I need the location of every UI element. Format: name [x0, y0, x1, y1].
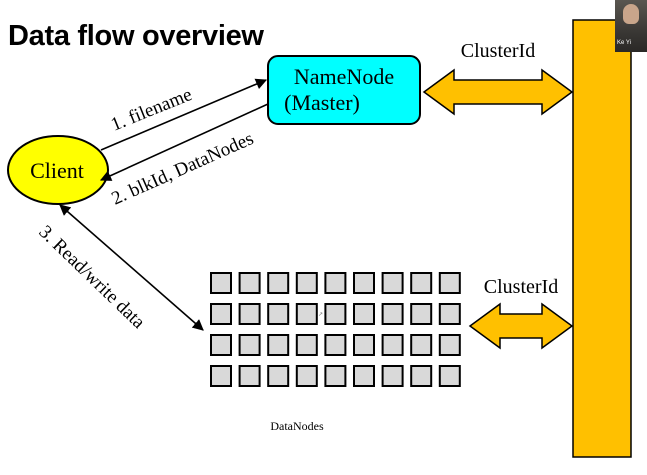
datanode-box [267, 365, 290, 387]
cursor-hint: ↗ [318, 312, 323, 318]
datanode-box [438, 303, 461, 325]
datanode-box [210, 334, 232, 356]
datanode-box [410, 334, 433, 356]
datanode-box [353, 272, 375, 294]
client-node [7, 135, 109, 205]
datanode-box [381, 303, 404, 325]
datanode-box [295, 303, 318, 325]
datanode-box [210, 365, 232, 387]
datanode-box [324, 334, 347, 356]
datanode-box [295, 334, 318, 356]
datanode-box [381, 272, 404, 294]
datanode-box [438, 334, 461, 356]
datanode-box [324, 303, 347, 325]
datanode-box [238, 365, 261, 387]
datanode-box [295, 272, 318, 294]
clusterid-bottom-double-arrow [468, 302, 574, 350]
datanode-box [267, 272, 290, 294]
datanode-box [210, 272, 232, 294]
datanode-box [324, 365, 347, 387]
webcam-overlay: Ke Yi [615, 0, 647, 52]
datanode-box [238, 272, 261, 294]
datanode-box [267, 334, 290, 356]
datanodes-label: DataNodes [270, 419, 324, 433]
datanode-box [267, 303, 290, 325]
clusterid-top-double-arrow [422, 68, 574, 116]
namenode-label-line1: NameNode [294, 64, 394, 89]
datanode-box [381, 365, 404, 387]
datanode-box [353, 334, 375, 356]
datanode-box [210, 303, 232, 325]
datanode-box [410, 365, 433, 387]
client-label: Client [30, 158, 84, 183]
clusterid-top-label: ClusterId [461, 40, 535, 62]
datanode-grid [210, 272, 461, 387]
namenode-label-line2: (Master) [284, 90, 360, 115]
datanode-box [295, 365, 318, 387]
datanode-box [438, 365, 461, 387]
clusterid-bottom-label: ClusterId [484, 276, 558, 298]
datanode-box [238, 303, 261, 325]
arrow-filename [100, 78, 268, 151]
step3-label: 3. Read/write data [35, 221, 150, 333]
datanode-box [238, 334, 261, 356]
datanode-box [353, 303, 375, 325]
datanode-box [410, 272, 433, 294]
arrow-read-write [59, 204, 204, 331]
datanode-box [381, 334, 404, 356]
presenter-name-tag: Ke Yi [617, 40, 632, 46]
slide-title: Data flow overview [8, 20, 264, 52]
datanode-box [324, 272, 347, 294]
datanode-box [353, 365, 375, 387]
datanode-box [410, 303, 433, 325]
presenter-face [623, 4, 639, 24]
namenode-box [267, 55, 421, 125]
cluster-bar [572, 19, 632, 458]
arrow-blkid-datanodes [99, 103, 269, 181]
step2-label: 2. blkId, DataNodes [108, 128, 256, 209]
datanode-box [438, 272, 461, 294]
